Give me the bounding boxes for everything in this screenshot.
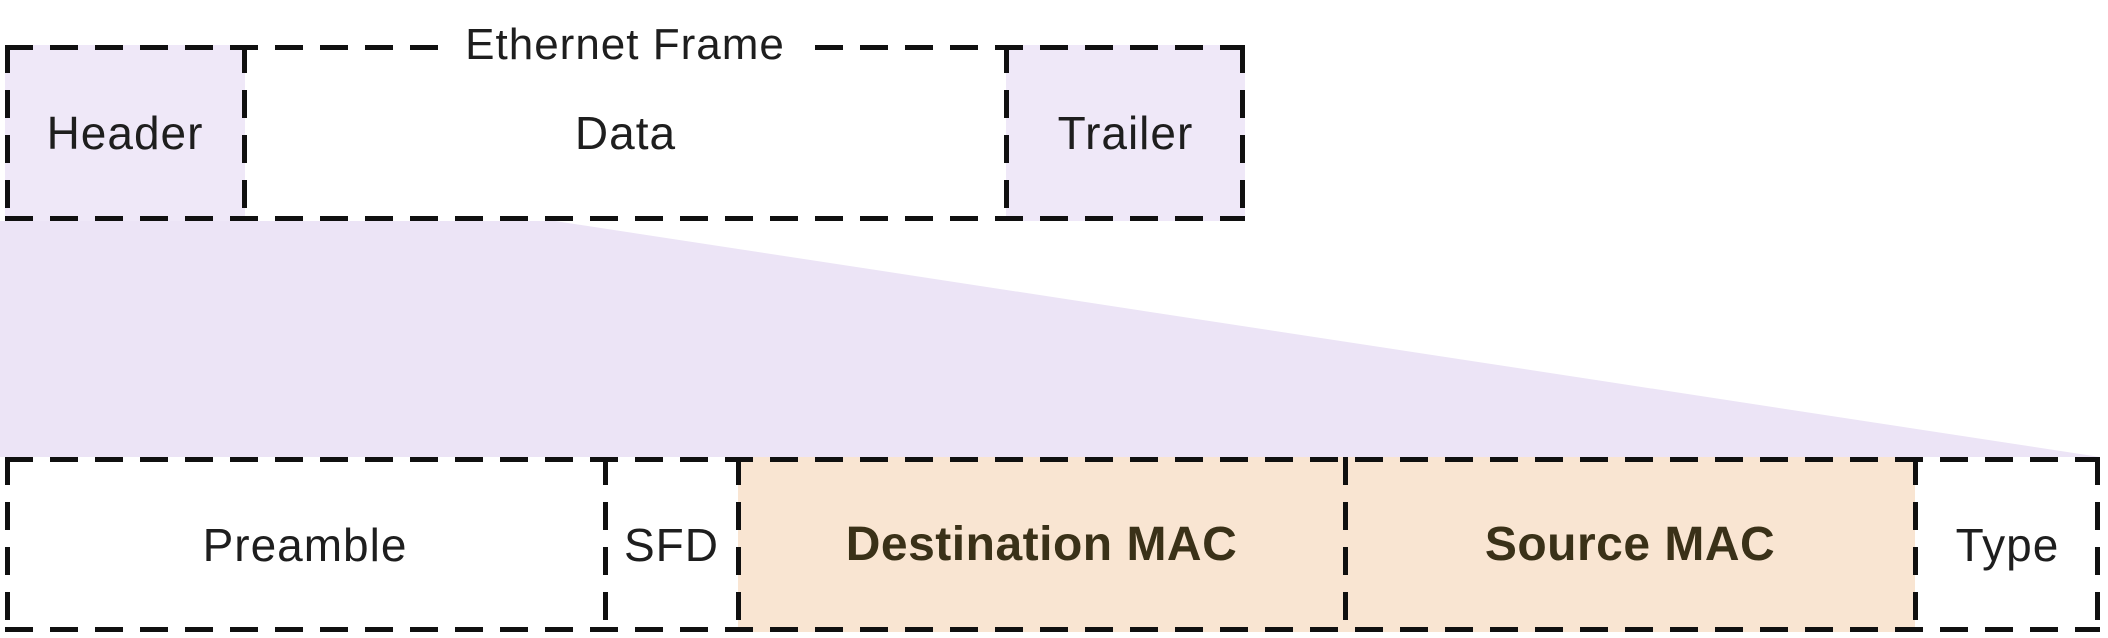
preamble-label: Preamble	[202, 518, 408, 571]
type-cell: Type	[1915, 457, 2100, 632]
header-label: Header	[46, 107, 204, 159]
header-cell: Header	[5, 45, 245, 221]
preamble-cell: Preamble	[5, 457, 605, 632]
trailer-label: Trailer	[1057, 107, 1194, 159]
trailer-cell: Trailer	[1006, 45, 1245, 221]
frame-detail-row: Preamble SFD Destination MAC Source MAC …	[5, 457, 2100, 632]
destmac-sourcemac-divider	[1343, 457, 1348, 632]
header-expansion-shape	[0, 221, 2100, 457]
source-mac-label: Source MAC	[1484, 518, 1776, 571]
data-label: Data	[574, 107, 677, 159]
header-data-divider	[242, 45, 247, 221]
destination-mac-cell: Destination MAC	[738, 457, 1345, 632]
sfd-cell: SFD	[605, 457, 738, 632]
data-trailer-divider	[1004, 45, 1009, 221]
sfd-label: SFD	[624, 518, 719, 571]
preamble-sfd-divider	[603, 457, 608, 632]
sfd-destmac-divider	[736, 457, 741, 632]
destination-mac-label: Destination MAC	[845, 518, 1238, 571]
source-mac-cell: Source MAC	[1345, 457, 1915, 632]
diagram-title: Ethernet Frame	[445, 18, 805, 72]
type-label: Type	[1955, 518, 2060, 571]
sourcemac-type-divider	[1913, 457, 1918, 632]
